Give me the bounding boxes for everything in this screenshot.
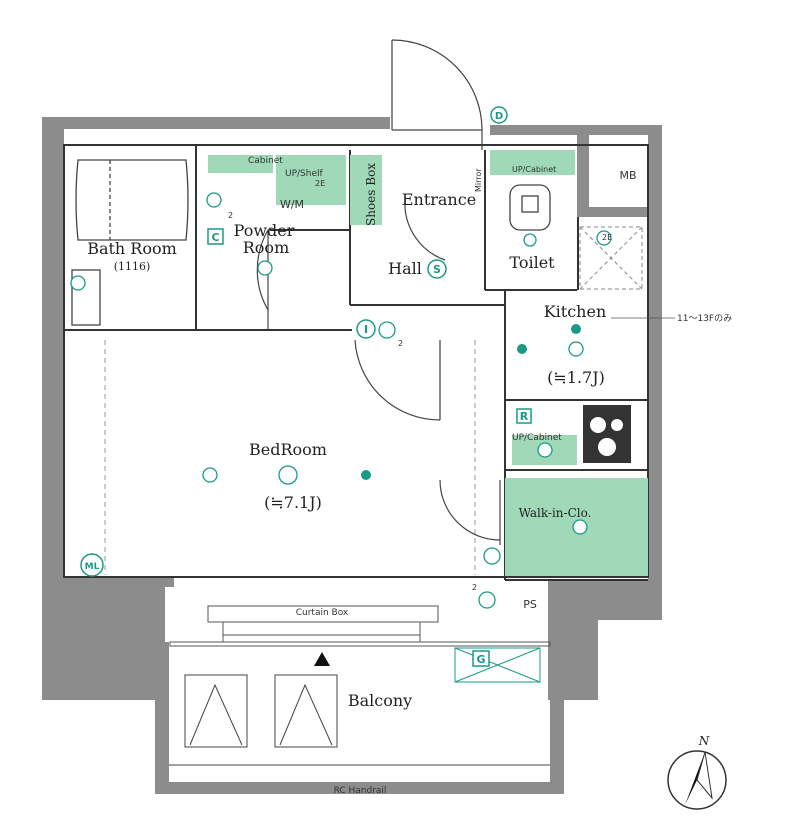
badge-s: S	[427, 259, 447, 279]
svg-text:R: R	[520, 410, 529, 423]
light-dot-icon	[571, 324, 581, 334]
kitchen-stove	[583, 405, 631, 463]
svg-text:I: I	[364, 323, 368, 336]
door-swings	[256, 199, 501, 545]
floor-note: 11～13Fのみ	[677, 313, 732, 324]
up-shelf-note: UP/Shelf	[285, 169, 324, 179]
bathtub	[71, 159, 189, 326]
switch-icon	[378, 321, 396, 339]
outlet-icon	[478, 591, 496, 609]
bedroom-dashed	[104, 340, 476, 575]
north-arrow	[667, 750, 727, 810]
badge-c: C	[207, 228, 224, 245]
outlet-icon	[483, 547, 501, 565]
ceiling-light-icon	[278, 465, 298, 485]
svg-text:D: D	[495, 111, 503, 122]
kitchen-cabinet-note: UP/Cabinet	[512, 433, 562, 443]
shoes-box-label: Shoes Box	[364, 163, 378, 226]
svg-text:G: G	[476, 653, 485, 666]
outlet-icon	[206, 192, 222, 208]
fixture-symbols	[70, 192, 612, 609]
bath-size-label: (1116)	[114, 260, 151, 273]
entrance-label: Entrance	[402, 190, 476, 209]
ps-label: PS	[523, 598, 537, 611]
outlet-icon	[70, 275, 86, 291]
kitchen-fridge	[579, 226, 643, 290]
entrance-door	[391, 39, 483, 150]
outlet-icon	[537, 442, 553, 458]
badge-r: R	[516, 408, 532, 424]
bath-room-label: Bath Room	[87, 239, 177, 258]
cabinet-note: Cabinet	[248, 156, 283, 166]
powder-cabinet-fill	[208, 155, 273, 173]
bedroom-area-label: (≒7.1J)	[264, 493, 322, 512]
badge-d: D	[490, 106, 508, 124]
kitchen-label: Kitchen	[544, 302, 607, 321]
marker-two: 2	[472, 583, 477, 592]
bedroom-label: BedRoom	[249, 440, 327, 459]
badge-i: I	[356, 319, 376, 339]
walk-in-closet-label: Walk-in-Clo.	[519, 506, 592, 520]
curtain-box-note: Curtain Box	[296, 608, 349, 618]
downlight-icon	[568, 341, 584, 357]
outlet-icon	[596, 230, 612, 246]
badge-ml: ML	[80, 553, 104, 577]
windows	[169, 605, 551, 647]
shoes-box-fill	[350, 155, 382, 225]
svg-text:ML: ML	[85, 562, 100, 572]
downlight-icon	[523, 233, 537, 247]
downlight-icon	[572, 519, 588, 535]
powder-room-label-2: Room	[243, 238, 289, 257]
toilet-fixture	[509, 184, 551, 231]
svg-text:C: C	[211, 231, 219, 244]
mirror-label: Mirror	[474, 168, 483, 192]
toilet-cabinet-fill	[490, 150, 575, 175]
toilet-cabinet-note: UP/Cabinet	[512, 165, 556, 174]
balcony-detail	[169, 647, 550, 766]
wm-label: W/M	[280, 198, 304, 211]
downlight-icon	[257, 260, 273, 276]
svg-text:S: S	[433, 263, 441, 276]
kitchen-area-label: (≒1.7J)	[547, 368, 605, 387]
badge-g: G	[472, 650, 490, 667]
light-dot-icon	[361, 470, 371, 480]
shelf-fill	[276, 155, 346, 205]
exterior-walls	[42, 117, 662, 794]
light-dot-icon	[517, 344, 527, 354]
outlet-icon	[202, 467, 218, 483]
powder-room-label-1: Powder	[234, 221, 295, 240]
toilet-label: Toilet	[509, 253, 555, 272]
marker-two-e: 2E	[315, 179, 325, 188]
marker-two-e: 2E	[602, 233, 612, 242]
marker-two: 2	[398, 339, 403, 348]
rc-handrail-note: RC Handrail	[334, 786, 387, 796]
marker-two: 2	[228, 211, 233, 220]
mb-label: MB	[619, 169, 636, 182]
balcony-label: Balcony	[348, 691, 412, 710]
hall-label: Hall	[388, 259, 422, 278]
north-label: N	[698, 734, 710, 748]
entry-arrow-icon	[314, 652, 330, 666]
